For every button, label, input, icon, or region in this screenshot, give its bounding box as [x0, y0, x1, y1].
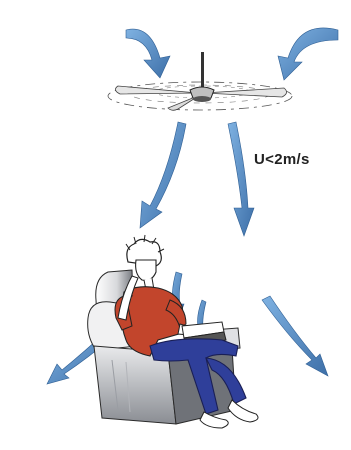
inflow-arrow-left — [126, 29, 170, 78]
outflow-arrow-right — [262, 296, 328, 376]
downflow-arrow-left — [140, 122, 186, 228]
air-velocity-label: U<2m/s — [254, 151, 310, 168]
ceiling-fan-icon — [108, 52, 292, 110]
inflow-arrow-right — [278, 28, 338, 80]
downflow-arrow-right — [228, 122, 254, 236]
